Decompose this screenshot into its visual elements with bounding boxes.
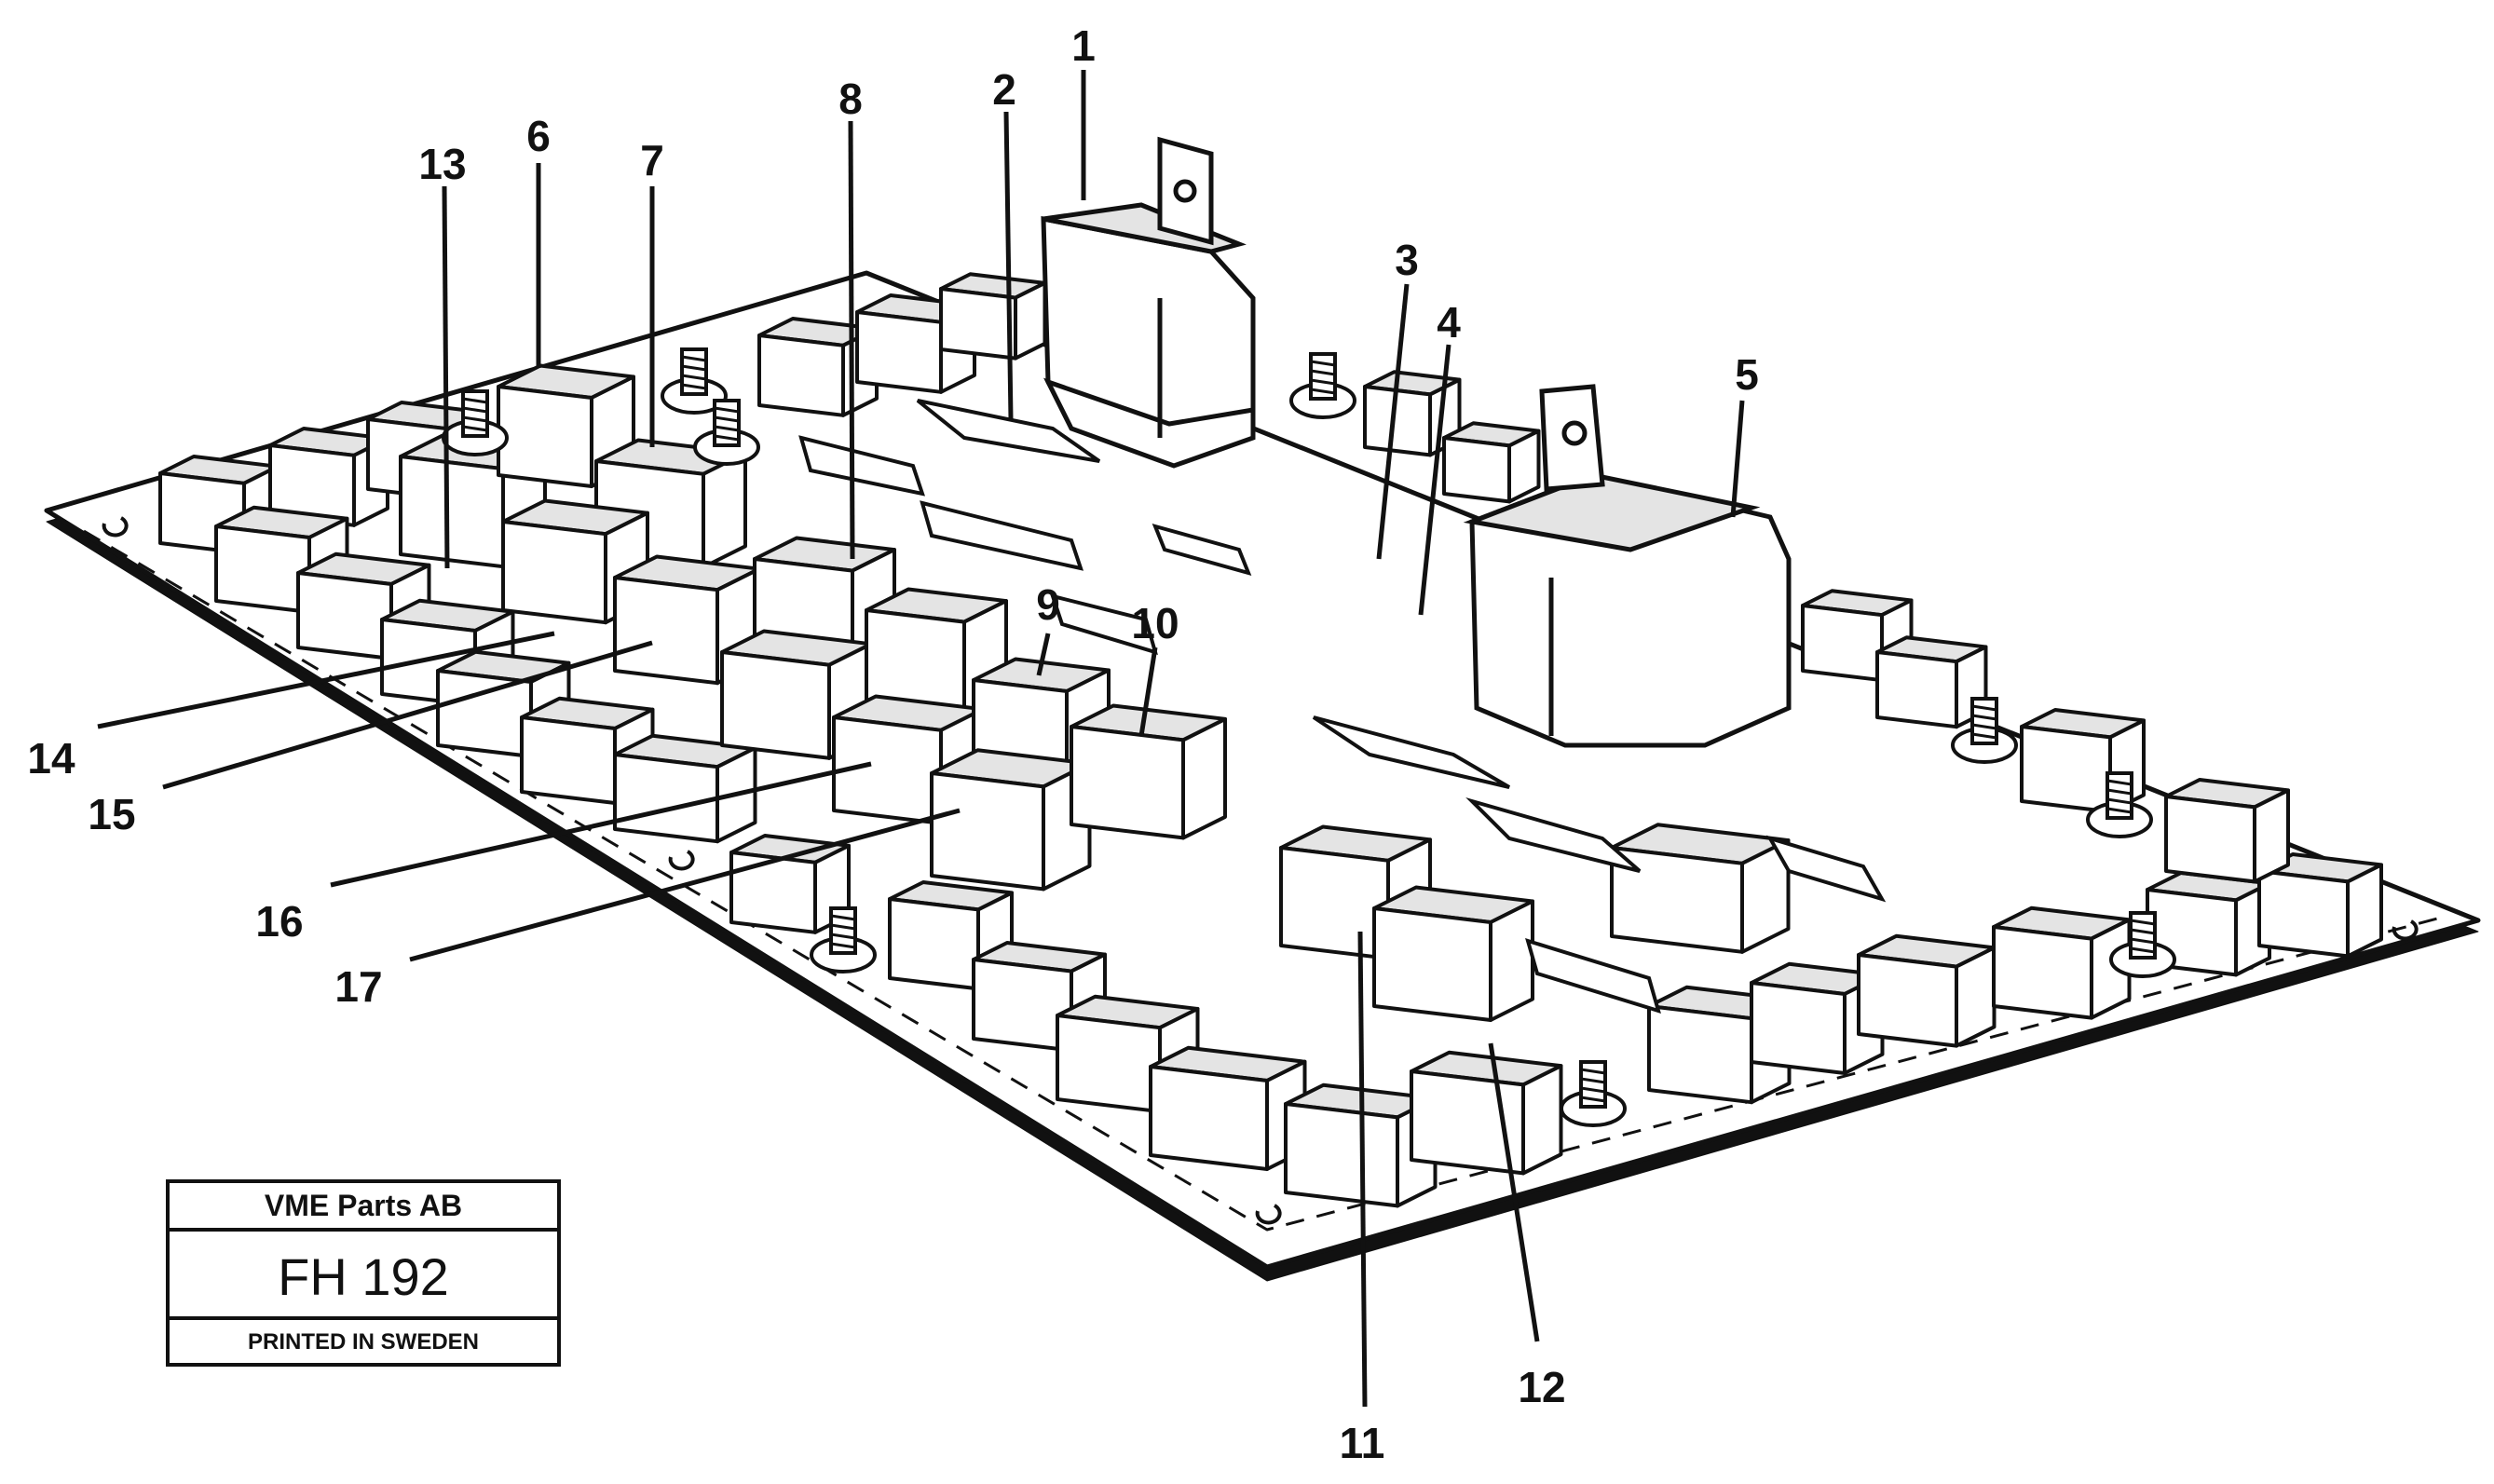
leader-line-8 [848,120,855,560]
mount-hole [1255,1204,1282,1225]
connector-strip [916,399,1101,463]
terminal-stud [661,347,728,415]
callout-9: 9 [1036,580,1060,629]
callout-17: 17 [334,962,382,1011]
mount-hole [2392,919,2419,941]
mount-hole [668,850,695,871]
vme-stamp: VME Parts AB FH 192 PRINTED IN SWEDEN [166,1179,561,1367]
large-relay-1 [1041,136,1256,469]
leader-line-15 [162,640,653,790]
connector-strip [1465,796,1642,873]
stamp-frame [166,1179,561,1367]
relay-block [613,733,757,844]
relay-block [1442,421,1541,504]
relay-blocks [158,272,2383,1208]
large-relay-5 [1463,384,1792,748]
connector-strips [798,399,1887,1014]
relay-block [2164,778,2290,884]
callout-8: 8 [838,75,863,123]
relay-block [729,834,851,934]
relay-block [939,272,1047,361]
terminal-stud [2086,771,2153,838]
leader-lines [97,70,1745,1408]
leader-line-3 [1376,283,1410,560]
relay-block [2257,852,2383,959]
leader-line-16 [330,761,872,888]
leader-line-5 [1730,400,1745,518]
relay-block [1875,635,1988,729]
callout-6: 6 [526,112,551,160]
mount-hole [102,516,129,538]
terminal-stud [1951,697,2018,764]
relay-block [1070,703,1227,840]
relay-block [1149,1045,1307,1171]
leader-line-9 [1036,633,1051,676]
connector-strip [1525,938,1661,1014]
callout-2: 2 [992,65,1016,114]
leader-line-10 [1138,647,1158,737]
callout-5: 5 [1735,350,1759,399]
terminal-stud [1289,352,1356,419]
connector-strip [1152,523,1252,577]
leader-line-17 [409,808,961,962]
relay-block [888,880,1014,991]
terminal-stud [442,389,509,456]
leader-line-4 [1418,344,1451,616]
terminal-stud [2109,911,2176,978]
stamp-company: VME Parts AB [265,1189,462,1222]
relay-block [1610,823,1791,954]
terminal-stud [810,906,877,973]
callout-13: 13 [418,140,466,188]
callout-labels: 1 2 3 4 5 6 7 8 9 10 11 12 13 14 15 16 1… [27,21,1758,1467]
relay-block [1992,905,2132,1020]
leader-line-14 [97,631,555,729]
relay-block [930,748,1092,892]
stamp-code: FH 192 [278,1247,449,1306]
callout-4: 4 [1437,298,1461,347]
leader-line-13 [442,185,450,569]
callout-12: 12 [1518,1363,1565,1411]
leader-line-11 [1357,931,1368,1408]
callout-14: 14 [27,734,75,783]
relay-block [1410,1050,1563,1176]
callout-15: 15 [88,790,135,838]
callout-3: 3 [1395,236,1419,284]
callout-1: 1 [1071,21,1096,70]
leader-line-2 [1003,111,1014,420]
callout-7: 7 [640,136,664,184]
connector-strip [920,500,1084,571]
callout-10: 10 [1131,599,1179,647]
callout-11: 11 [1340,1419,1385,1467]
relay-block [1857,933,1997,1048]
terminal-stud [693,399,760,466]
callout-16: 16 [255,897,303,946]
board-dash-line [83,529,2442,1232]
leader-line-12 [1488,1042,1540,1342]
connector-strip [1312,715,1511,789]
terminal-stud [1560,1060,1627,1127]
connector-strip [798,435,925,497]
stamp-printed: PRINTED IN SWEDEN [248,1329,479,1355]
terminal-studs [442,347,2176,1127]
connector-strip [1765,835,1887,903]
relay-block [1279,824,1432,960]
relay-block [1372,885,1534,1022]
